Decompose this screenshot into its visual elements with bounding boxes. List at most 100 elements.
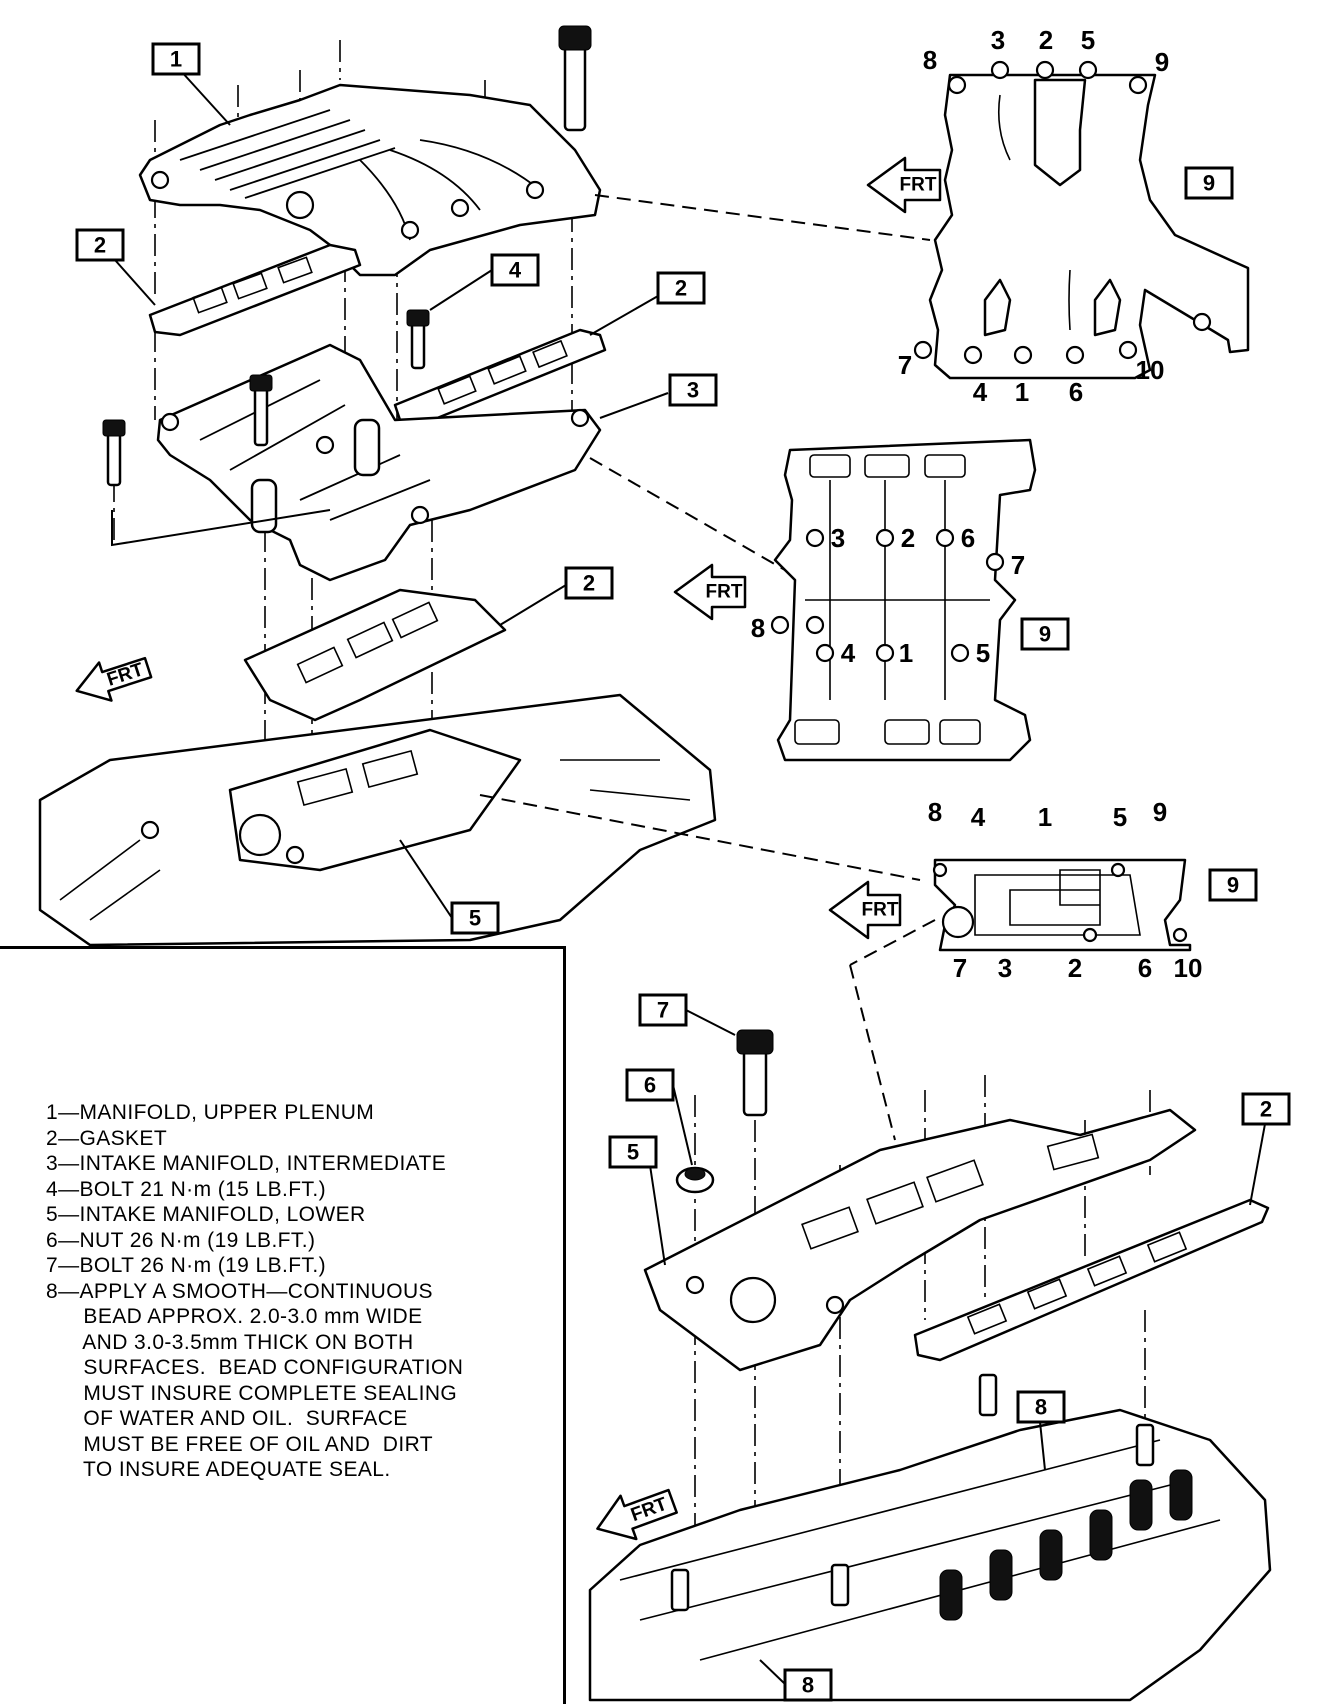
- legend-item-6: 6—NUT 26 N·m (19 LB.FT.): [46, 1228, 316, 1252]
- svg-text:9: 9: [1227, 873, 1239, 898]
- lower-seq-2: 2: [1068, 953, 1082, 983]
- svg-text:3: 3: [687, 378, 699, 403]
- callout-8-sealant-bottom: 8: [783, 1668, 833, 1702]
- legend-item-2: 2—GASKET: [46, 1126, 168, 1150]
- callout-2-gasket-right: 2: [656, 271, 706, 305]
- plenum-seq-7: 7: [898, 350, 912, 380]
- plenum-seq-6: 6: [1069, 377, 1083, 407]
- callout-9-intermediate-sequence: 9: [1020, 617, 1070, 651]
- legend-list: 1—MANIFOLD, UPPER PLENUM 2—GASKET 3—INTA…: [46, 1100, 463, 1483]
- valve-springs: [939, 1469, 1193, 1621]
- lower-seq-5: 5: [1113, 802, 1127, 832]
- intermediate-seq-1: 1: [899, 638, 913, 668]
- legend-panel: [0, 946, 566, 1704]
- legend-item-5: 5—INTAKE MANIFOLD, LOWER: [46, 1203, 366, 1226]
- lower-seq-9: 9: [1153, 797, 1167, 827]
- left-exploded-view: FRT: [38, 25, 717, 947]
- svg-text:2: 2: [94, 233, 106, 258]
- lower-seq-8: 8: [928, 797, 942, 827]
- nut-6-part: [675, 1166, 715, 1194]
- plenum-torque-sequence: 3 2 5 8 9 7 10 4 1 6 FRT: [866, 25, 1250, 407]
- frt-label-plenum: FRT: [900, 175, 937, 196]
- intermediate-seq-5: 5: [976, 638, 990, 668]
- lower-seq-1: 1: [1038, 802, 1052, 832]
- lower-seq-3: 3: [998, 953, 1012, 983]
- svg-text:8: 8: [802, 1673, 814, 1698]
- svg-text:7: 7: [657, 998, 669, 1023]
- plenum-seq-4: 4: [973, 377, 988, 407]
- lower-seq-4: 4: [971, 802, 986, 832]
- callout-5-lower-manifold-b: 5: [608, 1135, 658, 1169]
- left-leaders: [111, 69, 669, 919]
- front-arrow-intermediate: FRT: [673, 563, 747, 621]
- gasket-lower: [243, 588, 507, 722]
- svg-text:5: 5: [469, 906, 481, 931]
- callout-2-gasket-upper: 2: [75, 228, 125, 262]
- callout-1-upper-plenum: 1: [151, 42, 201, 76]
- legend-item-8-cont-6: MUST BE FREE OF OIL AND DIRT: [46, 1432, 434, 1456]
- svg-text:9: 9: [1039, 622, 1051, 647]
- callout-boxes: 1 2 4 2 3 2 5 9 9 9 7 6 5 2 8 8: [75, 42, 1291, 1702]
- callout-4-bolt: 4: [490, 253, 540, 287]
- callout-9-plenum-sequence: 9: [1184, 166, 1234, 200]
- intermediate-seq-3: 3: [831, 523, 845, 553]
- frt-label-intermediate: FRT: [706, 582, 743, 603]
- bolt-4-parts: [102, 309, 430, 487]
- reference-dashed-lines: [479, 194, 936, 1141]
- callout-5-lower-manifold: 5: [450, 901, 500, 935]
- legend-item-8: 8—APPLY A SMOOTH—CONTINUOUS: [46, 1279, 433, 1303]
- callout-6-nut: 6: [625, 1068, 675, 1102]
- upper-plenum-part: [138, 25, 602, 277]
- cylinder-head-part: [588, 1373, 1272, 1702]
- svg-text:1: 1: [170, 47, 182, 72]
- callout-7-bolt: 7: [638, 993, 688, 1027]
- callout-9-lower-sequence: 9: [1208, 868, 1258, 902]
- legend-item-8-cont-3: SURFACES. BEAD CONFIGURATION: [46, 1356, 464, 1379]
- legend-item-1: 1—MANIFOLD, UPPER PLENUM: [46, 1101, 375, 1124]
- gasket-upper-left: [148, 243, 362, 337]
- lower-intake-manifold-part: [643, 1108, 1197, 1372]
- callout-8-sealant-top: 8: [1016, 1390, 1066, 1424]
- lower-seq-6: 6: [1138, 953, 1152, 983]
- legend-item-8-cont-5: OF WATER AND OIL. SURFACE: [46, 1407, 408, 1430]
- lower-right-assembly: FRT: [588, 1029, 1272, 1702]
- legend-item-8-cont-4: MUST INSURE COMPLETE SEALING: [46, 1381, 458, 1405]
- lower-torque-sequence: 8 4 1 5 9 7 3 2 6 10 FRT: [828, 797, 1203, 983]
- legend-item-4: 4—BOLT 21 N·m (15 LB.FT.): [46, 1177, 326, 1201]
- svg-text:9: 9: [1203, 171, 1215, 196]
- svg-text:4: 4: [509, 258, 522, 283]
- legend-item-8-cont-7: TO INSURE ADEQUATE SEAL.: [46, 1458, 391, 1481]
- plenum-seq-9: 9: [1155, 47, 1169, 77]
- svg-text:6: 6: [644, 1073, 656, 1098]
- plenum-seq-10: 10: [1136, 355, 1165, 385]
- plenum-seq-2: 2: [1039, 25, 1053, 55]
- intermediate-seq-2: 2: [901, 523, 915, 553]
- svg-text:2: 2: [1260, 1097, 1272, 1122]
- intermediate-torque-sequence: 3 2 6 7 8 4 1 5 FRT: [673, 438, 1037, 762]
- plenum-seq-1: 1: [1015, 377, 1029, 407]
- intermediate-seq-7: 7: [1011, 550, 1025, 580]
- svg-text:2: 2: [583, 571, 595, 596]
- frt-label-lower: FRT: [862, 900, 899, 921]
- front-arrow-left: FRT: [75, 656, 153, 702]
- front-arrow-lower: FRT: [828, 880, 902, 940]
- legend-item-7: 7—BOLT 26 N·m (19 LB.FT.): [46, 1254, 326, 1277]
- lower-manifold-engine: [38, 693, 717, 947]
- callout-2-gasket-lower: 2: [564, 566, 614, 600]
- lower-seq-10: 10: [1174, 953, 1203, 983]
- bolt-7-part: [736, 1029, 774, 1117]
- plenum-seq-3: 3: [991, 25, 1005, 55]
- plenum-seq-8: 8: [923, 45, 937, 75]
- lower-seq-7: 7: [953, 953, 967, 983]
- callout-3-intermediate: 3: [668, 373, 718, 407]
- svg-text:8: 8: [1035, 1395, 1047, 1420]
- svg-text:5: 5: [627, 1140, 639, 1165]
- legend-item-8-cont-1: BEAD APPROX. 2.0-3.0 mm WIDE: [46, 1305, 423, 1328]
- plenum-seq-5: 5: [1081, 25, 1095, 55]
- svg-text:2: 2: [675, 276, 687, 301]
- intermediate-seq-6: 6: [961, 523, 975, 553]
- intermediate-seq-8: 8: [751, 613, 765, 643]
- legend-item-8-cont-2: AND 3.0-3.5mm THICK ON BOTH: [46, 1330, 414, 1354]
- lower-right-leaders: [647, 1009, 1266, 1685]
